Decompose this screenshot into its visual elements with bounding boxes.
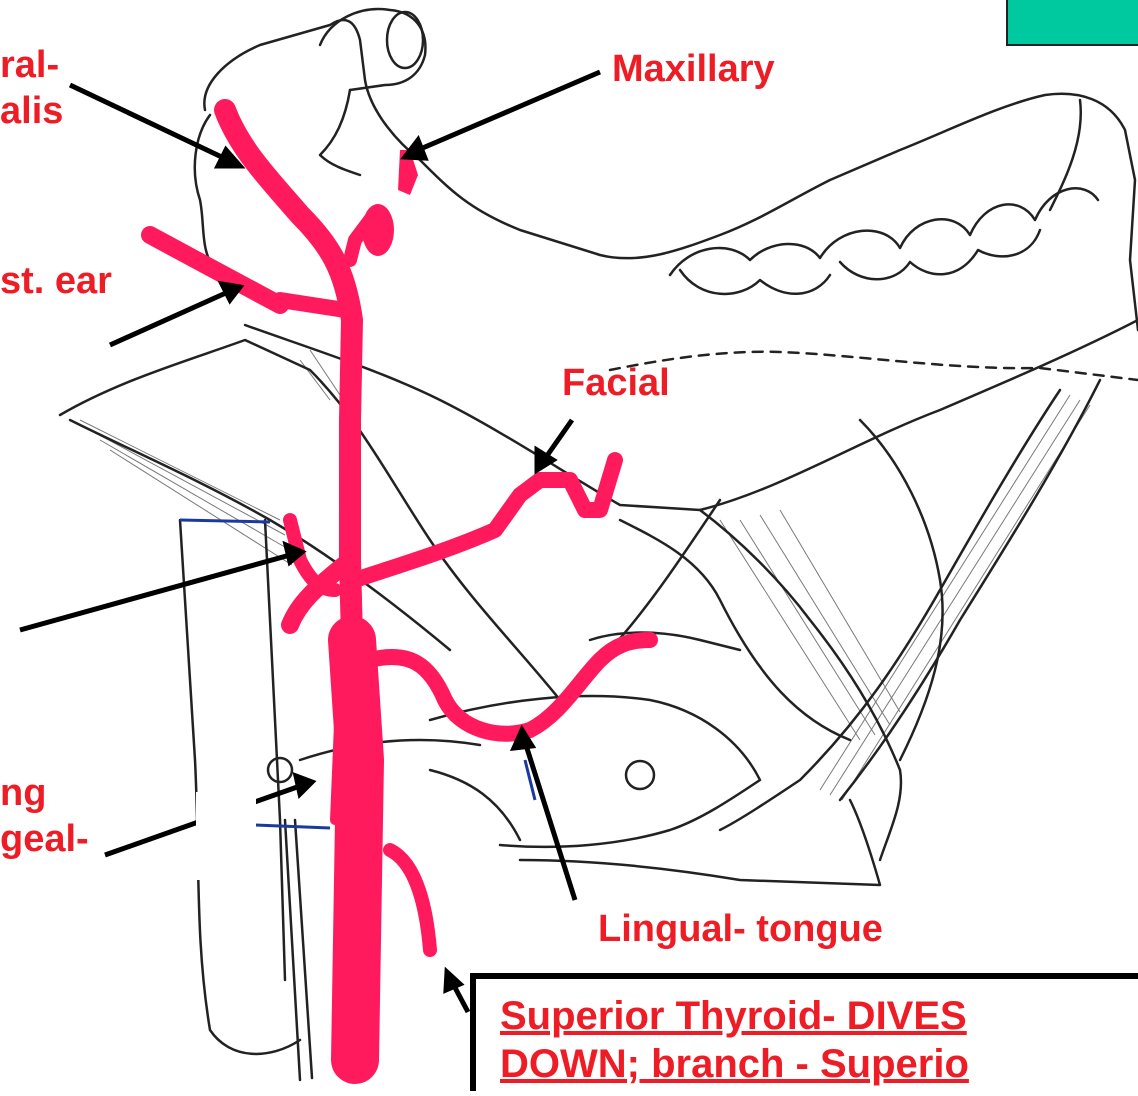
label-ascending-pharyngeal: ng geal- <box>0 770 89 862</box>
artery-blobs <box>362 150 418 256</box>
white-patch <box>196 792 256 880</box>
note-line-1: Superior Thyroid- DIVES <box>500 993 967 1039</box>
label-maxillary: Maxillary <box>612 46 775 92</box>
corner-swatch <box>1006 0 1138 46</box>
note-box: Superior Thyroid- DIVES DOWN; branch - S… <box>470 973 1138 1091</box>
note-line-2: DOWN; branch - Superio <box>500 1041 969 1087</box>
artery-network <box>150 110 650 1060</box>
label-lingual: Lingual- tongue <box>598 906 883 952</box>
label-post-ear: st. ear <box>0 258 112 304</box>
label-facial: Facial <box>562 360 670 406</box>
label-temporalis-text: ral- alis <box>0 42 63 134</box>
